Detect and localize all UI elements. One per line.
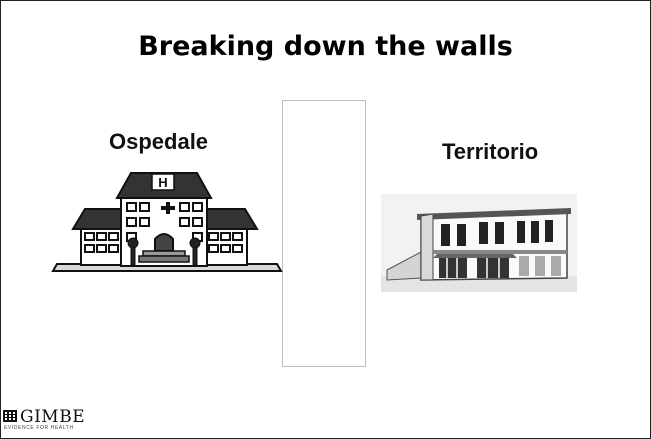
logo-name: GIMBE <box>20 407 85 427</box>
slide-title: Breaking down the walls <box>1 31 650 62</box>
community-building-icon <box>381 194 577 292</box>
territory-label: Territorio <box>442 139 538 165</box>
logo-tagline: EVIDENCE FOR HEALTH <box>4 425 74 431</box>
hospital-label: Ospedale <box>109 129 208 155</box>
hospital-sign: H <box>158 175 167 190</box>
wall-divider <box>282 100 366 367</box>
hospital-building-icon: H <box>51 163 283 278</box>
gimbe-logo-mark-icon <box>3 410 17 422</box>
